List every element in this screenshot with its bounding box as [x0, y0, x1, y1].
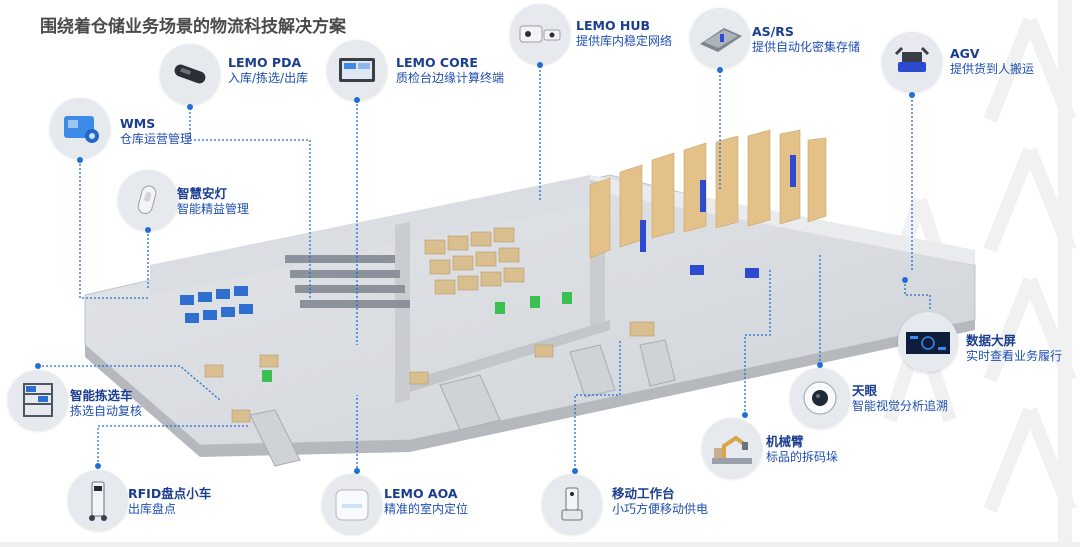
data-screen-title: 数据大屏 [966, 333, 1017, 348]
picking-cart-desc: 拣选自动复核 [70, 404, 143, 418]
terminal-screen-icon [327, 40, 387, 100]
robot-arm-icon [702, 418, 762, 478]
picking-cart-icon [8, 370, 68, 430]
smart-lamp-desc: 智能精益管理 [177, 202, 250, 216]
network-hub-icon [510, 4, 570, 64]
lemo-core-desc: 质检台边缘计算终端 [396, 71, 505, 85]
wms-desc: 仓库运营管理 [120, 132, 193, 146]
robot-vehicle-icon [882, 32, 942, 92]
robot-arm-desc: 标品的拆码垛 [766, 450, 839, 464]
monitor-gear-icon [50, 98, 110, 158]
wms-title: WMS [120, 116, 156, 131]
agv-desc: 提供货到人搬运 [950, 62, 1035, 76]
mobile-workstation-icon [542, 474, 602, 534]
rfid-cart-title: RFID盘点小车 [128, 486, 212, 501]
camera-eye-icon [790, 368, 850, 428]
robot-arm-title: 机械臂 [766, 434, 804, 449]
smart-light-icon [118, 170, 178, 230]
locator-device-icon [322, 474, 382, 534]
lemo-pda-desc: 入库/拣选/出库 [228, 71, 309, 85]
sky-eye-title: 天眼 [852, 383, 878, 398]
data-screen-desc: 实时查看业务履行 [966, 349, 1063, 363]
lemo-hub-desc: 提供库内稳定网络 [576, 34, 673, 48]
asrs-title: AS/RS [752, 24, 794, 39]
smart-lamp-title: 智慧安灯 [177, 186, 228, 201]
mobile-workstation-title: 移动工作台 [612, 486, 675, 501]
agv-title: AGV [950, 46, 980, 61]
picking-cart-title: 智能拣选车 [70, 388, 133, 403]
rfid-cart-desc: 出库盘点 [128, 502, 177, 516]
sky-eye-desc: 智能视觉分析追溯 [852, 399, 949, 413]
dashboard-screen-icon [898, 312, 958, 372]
mobile-workstation-desc: 小巧方便移动供电 [612, 502, 709, 516]
handheld-scanner-icon [160, 44, 220, 104]
lemo-hub-title: LEMO HUB [576, 18, 651, 33]
storage-rack-icon [690, 8, 750, 68]
bottom-divider [0, 542, 1080, 547]
rfid-cart-icon [68, 470, 128, 530]
asrs-desc: 提供自动化密集存储 [752, 40, 861, 54]
page-title: 围绕着仓储业务场景的物流科技解决方案 [40, 17, 346, 37]
lemo-aoa-title: LEMO AOA [384, 486, 458, 501]
lemo-aoa-desc: 精准的室内定位 [384, 502, 469, 516]
lemo-pda-title: LEMO PDA [228, 55, 302, 70]
lemo-core-title: LEMO CORE [396, 55, 478, 70]
